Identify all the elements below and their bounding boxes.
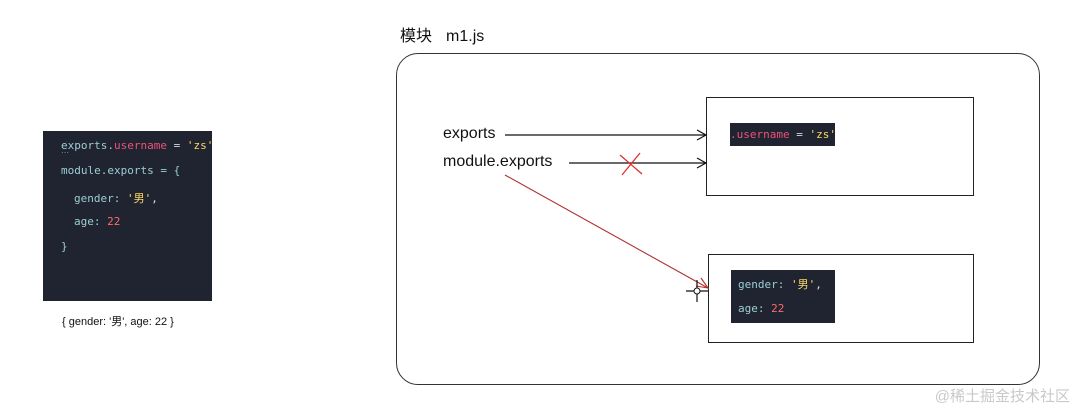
code-token: age: bbox=[738, 302, 772, 315]
arrow-head-icon bbox=[695, 277, 710, 289]
code-line-exports-username: exports.username = 'zs' bbox=[61, 139, 213, 152]
code-token: 22 bbox=[771, 302, 785, 315]
code-token: .username bbox=[730, 128, 790, 141]
code-token: , bbox=[815, 278, 822, 291]
arrow-head-icon bbox=[696, 157, 708, 169]
object-box-original bbox=[706, 97, 974, 196]
code-token: = bbox=[789, 128, 810, 141]
code-token: exports. bbox=[61, 139, 114, 152]
module-title: 模块 m1.js bbox=[400, 22, 484, 46]
object-code-username: .username = 'zs' bbox=[730, 123, 836, 146]
label-module-exports: module.exports bbox=[443, 153, 553, 170]
code-token: = bbox=[166, 139, 187, 152]
code-token: username bbox=[113, 139, 167, 152]
code-line-gender: gender: '男', bbox=[738, 276, 822, 292]
arrow-head-icon bbox=[696, 129, 708, 141]
code-line-age: age: 22 bbox=[74, 215, 120, 228]
code-line-age: age: 22 bbox=[738, 302, 784, 315]
arrow-module-exports-new bbox=[504, 174, 709, 289]
watermark: @稀土掘金技术社区 bbox=[934, 388, 1070, 405]
code-token: 'zs' bbox=[186, 139, 214, 152]
object-code-new: gender: '男', age: 22 bbox=[731, 270, 835, 323]
code-token: gender: bbox=[738, 278, 791, 291]
code-token: '男' bbox=[790, 278, 816, 291]
code-token: '男' bbox=[126, 192, 152, 205]
label-exports: exports bbox=[443, 125, 496, 142]
code-token: age: bbox=[74, 215, 108, 228]
code-token: 22 bbox=[107, 215, 121, 228]
result-output: { gender: '男', age: 22 } bbox=[62, 316, 174, 328]
code-token: , bbox=[151, 192, 158, 205]
code-line-close-brace: } bbox=[61, 240, 68, 253]
module-file: m1.js bbox=[446, 28, 485, 45]
cross-mark-icon bbox=[619, 152, 643, 176]
module-container bbox=[396, 53, 1040, 385]
code-panel: exports.username = 'zs' ⋯ module.exports… bbox=[43, 131, 213, 301]
code-token: gender: bbox=[74, 192, 127, 205]
module-label: 模块 bbox=[400, 28, 433, 45]
code-line-gender: gender: '男', bbox=[74, 190, 158, 206]
code-token: 'zs' bbox=[809, 128, 836, 141]
code-line-module-exports: module.exports = { bbox=[61, 164, 181, 177]
crosshair-cursor-icon bbox=[686, 280, 708, 302]
ellipsis-dots: ⋯ bbox=[61, 148, 70, 157]
